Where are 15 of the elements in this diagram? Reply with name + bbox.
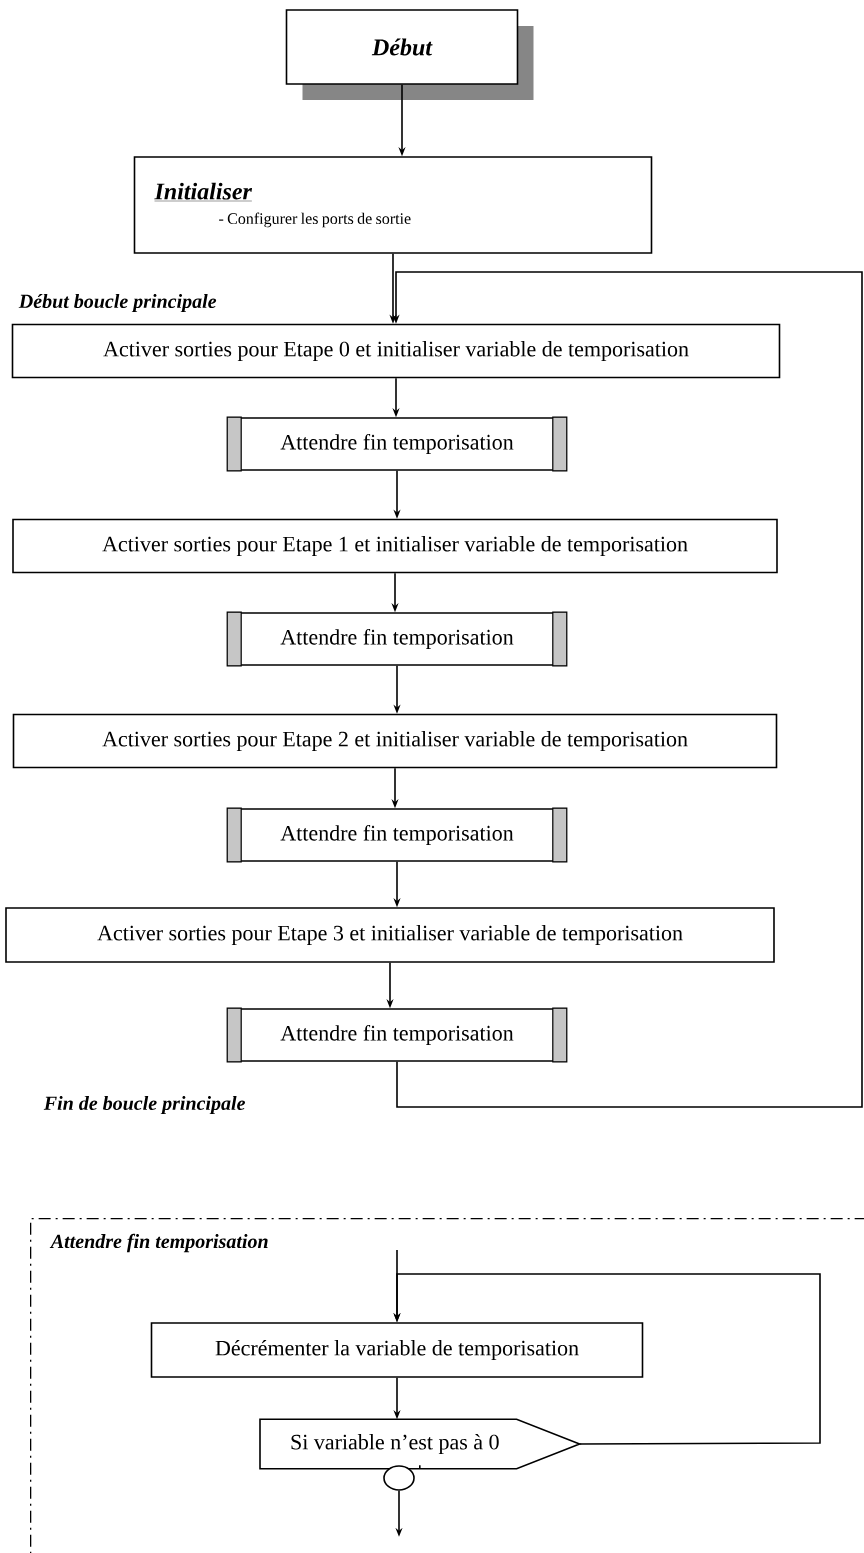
subroutine-box: Attendre fin temporisation [226,1007,568,1063]
subroutine-box: Attendre fin temporisation [226,807,568,863]
process-box: Initialiser - Configurer les ports de sortie [133,156,653,254]
process-box: Activer sorties pour Etape 1 et initialiser variable de temporisation [12,518,778,574]
connector-circle [383,1465,415,1491]
decision-box: Si variable n’est pas à 0 [259,1418,582,1470]
process-box: Activer sorties pour Etape 3 et initialiser variable de temporisation [5,907,775,963]
subroutine-box: Attendre fin temporisation [226,416,568,472]
subroutine-box: Attendre fin temporisation [226,611,568,667]
section-label: Fin de boucle principale [43,1095,246,1115]
start-box: Début [285,9,534,100]
process-box: Activer sorties pour Etape 2 et initialiser variable de temporisation [12,713,778,769]
process-box: Décrémenter la variable de temporisation [150,1322,644,1378]
section-label: Début boucle principale [18,293,217,313]
process-box: Activer sorties pour Etape 0 et initialiser variable de temporisation [11,323,781,379]
